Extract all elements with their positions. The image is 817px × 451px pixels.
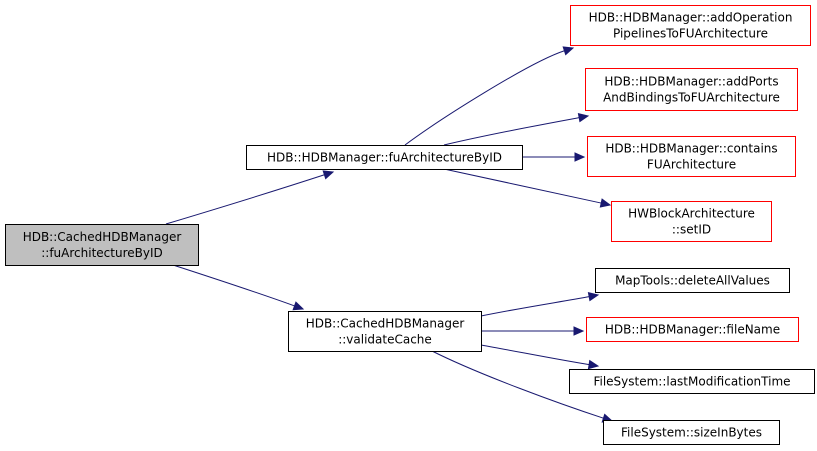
arrowhead — [574, 152, 586, 162]
edge-n_valid-to-n_delall — [480, 292, 600, 317]
node-box — [585, 68, 798, 111]
node-box — [288, 311, 482, 352]
edge-n_fuarch-to-n_addop — [404, 46, 575, 146]
node-label-line: ::validateCache — [338, 333, 432, 347]
node-label-line: HWBlockArchitecture — [628, 207, 755, 221]
node-label-line: HDB::HDBManager::contains — [605, 142, 777, 156]
arrowhead — [292, 301, 305, 311]
node-box — [570, 5, 811, 46]
edge-n_focus-to-n_fuarch — [165, 170, 335, 225]
node-box — [5, 224, 199, 266]
node-label-line: ::setID — [672, 223, 711, 237]
node-fname[interactable]: HDB::HDBManager::fileName — [586, 317, 799, 342]
node-label-line: PipelinesToFUArchitecture — [613, 27, 768, 41]
arrowhead — [573, 326, 585, 336]
arrowhead — [322, 170, 335, 180]
node-lastmod[interactable]: FileSystem::lastModificationTime — [569, 369, 815, 394]
node-label-line: FileSystem::lastModificationTime — [593, 375, 790, 389]
node-label-line: FUArchitecture — [647, 158, 736, 172]
node-label-line: FileSystem::sizeInBytes — [621, 426, 762, 440]
nodes-layer: HDB::CachedHDBManager::fuArchitectureByI… — [5, 5, 815, 445]
node-box — [595, 268, 790, 293]
node-setid[interactable]: HWBlockArchitecture::setID — [611, 201, 772, 242]
edge-line — [431, 350, 604, 419]
edge-line — [480, 296, 590, 317]
node-label-line: HDB::HDBManager::addPorts — [604, 75, 778, 89]
node-label-line: MapTools::deleteAllValues — [615, 274, 770, 288]
arrowhead — [599, 198, 612, 208]
arrowhead — [577, 113, 590, 123]
node-label-line: HDB::CachedHDBManager — [23, 230, 182, 244]
node-delall[interactable]: MapTools::deleteAllValues — [595, 268, 790, 293]
node-box — [603, 420, 780, 445]
node-size[interactable]: FileSystem::sizeInBytes — [603, 420, 780, 445]
edge-line — [443, 117, 580, 146]
node-box — [587, 136, 796, 177]
edges-layer — [165, 46, 614, 423]
node-label-line: HDB::HDBManager::fuArchitectureByID — [267, 151, 502, 165]
node-label-line: HDB::HDBManager::fileName — [605, 323, 780, 337]
node-label-line: ::fuArchitectureByID — [41, 246, 163, 260]
arrowhead — [587, 359, 600, 370]
node-box — [611, 201, 772, 242]
node-valid[interactable]: HDB::CachedHDBManager::validateCache — [288, 311, 482, 352]
node-box — [586, 317, 799, 342]
node-addports[interactable]: HDB::HDBManager::addPortsAndBindingsToFU… — [585, 68, 798, 111]
edge-n_valid-to-n_lastmod — [480, 344, 600, 370]
node-fuarch[interactable]: HDB::HDBManager::fuArchitectureByID — [246, 145, 523, 170]
node-label-line: AndBindingsToFUArchitecture — [603, 91, 780, 105]
edge-line — [165, 174, 325, 225]
node-focus: HDB::CachedHDBManager::fuArchitectureByI… — [5, 224, 199, 266]
edge-n_fuarch-to-n_contains — [522, 152, 586, 162]
edge-n_fuarch-to-n_addports — [443, 113, 590, 146]
node-label-line: HDB::HDBManager::addOperation — [589, 11, 793, 25]
edge-line — [404, 50, 565, 146]
arrowhead — [587, 292, 600, 302]
arrowhead — [562, 46, 575, 56]
node-box — [246, 145, 523, 170]
edge-n_valid-to-n_fname — [481, 326, 585, 336]
edge-n_fuarch-to-n_setid — [443, 168, 612, 208]
edge-line — [443, 168, 602, 204]
edge-line — [172, 264, 295, 307]
node-addop[interactable]: HDB::HDBManager::addOperationPipelinesTo… — [570, 5, 811, 46]
edge-line — [480, 344, 590, 366]
node-label-line: HDB::CachedHDBManager — [306, 317, 465, 331]
node-box — [569, 369, 815, 394]
edge-n_focus-to-n_valid — [172, 264, 305, 311]
